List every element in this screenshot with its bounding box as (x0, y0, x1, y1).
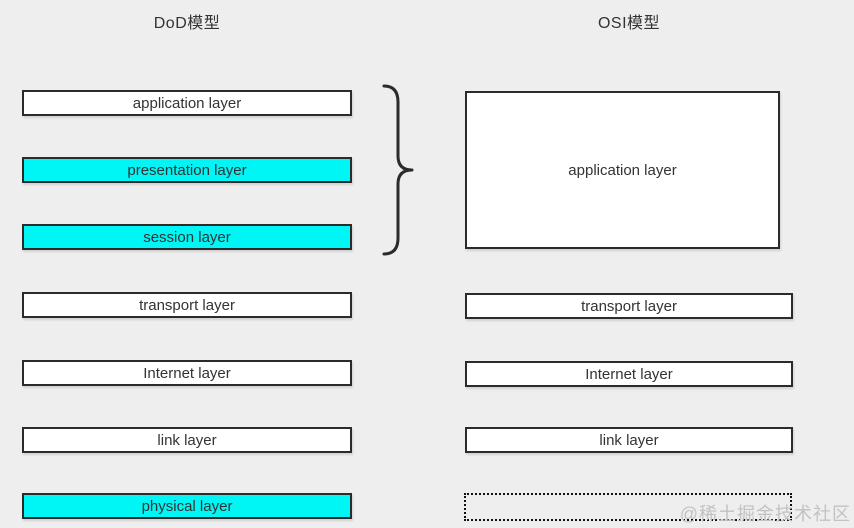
osi-layer-application: application layer (465, 91, 780, 249)
osi-layer-transport: transport layer (465, 293, 793, 319)
dod-layer-session: session layer (22, 224, 352, 250)
osi-layer-placeholder-dotted (464, 493, 792, 521)
dod-layer-physical: physical layer (22, 493, 352, 519)
dod-layer-internet: Internet layer (22, 360, 352, 386)
dod-column-title: DoD模型 (153, 15, 221, 32)
dod-layer-presentation: presentation layer (22, 157, 352, 183)
osi-column-title: OSI模型 (597, 15, 661, 32)
curly-brace-icon (382, 84, 414, 256)
osi-layer-link: link layer (465, 427, 793, 453)
dod-layer-transport: transport layer (22, 292, 352, 318)
watermark: @稀土掘金技术社区 (679, 504, 851, 524)
osi-layer-internet: Internet layer (465, 361, 793, 387)
dod-layer-application: application layer (22, 90, 352, 116)
dod-layer-link: link layer (22, 427, 352, 453)
